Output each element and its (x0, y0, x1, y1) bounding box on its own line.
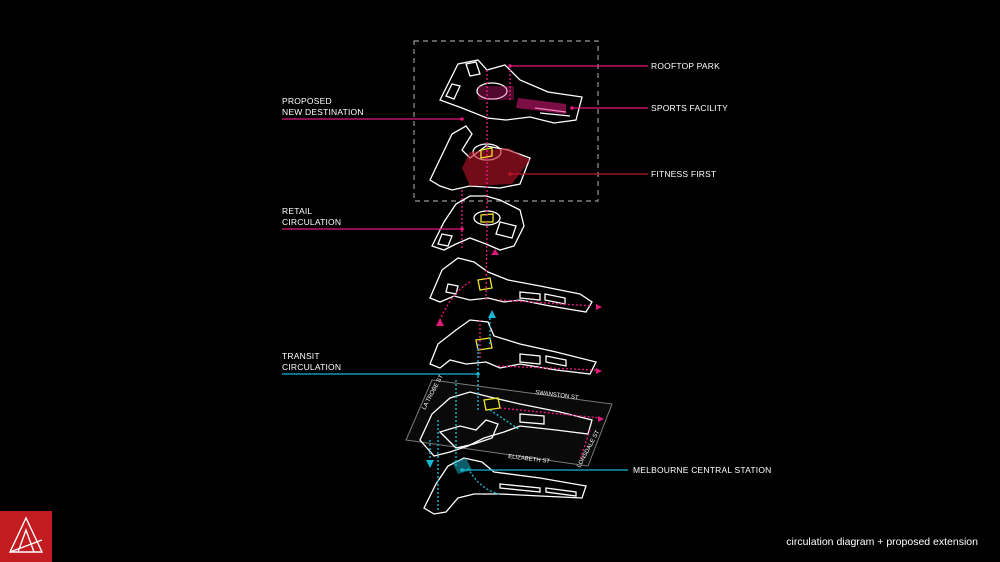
proposed-extension-boundary (413, 40, 599, 202)
retail-arrow-right-3 (598, 416, 604, 422)
label-proposed-line2: NEW DESTINATION (282, 106, 364, 117)
label-retail-circulation: RETAIL CIRCULATION (282, 206, 341, 227)
diagram-caption: circulation diagram + proposed extension (786, 536, 978, 548)
sports-facility-zone (516, 98, 566, 114)
label-transit-circulation: TRANSIT CIRCULATION (282, 351, 341, 372)
floorplate-rooftop (439, 59, 583, 124)
retail-circulation-path (439, 70, 601, 461)
label-retail-line2: CIRCULATION (282, 216, 342, 227)
escalator-retail-lower (475, 337, 493, 351)
floorplate-retail-lower (429, 319, 597, 375)
floorplate-station (423, 457, 587, 515)
label-sports-facility: SPORTS FACILITY (651, 103, 729, 113)
transit-circulation-path (429, 318, 521, 512)
escalator-fitness (480, 147, 493, 159)
escalator-retail-upper (480, 213, 494, 223)
retail-arrow-right-2 (596, 368, 602, 374)
transit-arrow-down (426, 460, 434, 468)
street-swanston: SWANSTON ST (535, 390, 579, 401)
label-retail-line1: RETAIL (282, 206, 313, 216)
label-transit-line2: CIRCULATION (282, 361, 342, 372)
retail-arrow-left (436, 318, 444, 326)
retail-arrow-right (596, 304, 602, 310)
label-fitness-first: FITNESS FIRST (651, 169, 717, 179)
transit-arrow-up (488, 310, 496, 318)
label-proposed-destination: PROPOSED NEW DESTINATION (282, 96, 364, 117)
retail-arrow-up (491, 249, 499, 255)
floorplate-retail-mid (429, 257, 593, 313)
label-rooftop-park: ROOFTOP PARK (651, 61, 720, 71)
street-elizabeth: ELIZABETH ST (508, 454, 551, 465)
leader-endpoints (460, 64, 574, 472)
rooftop-park-zone (478, 86, 514, 100)
triangle-logo-icon (0, 511, 52, 562)
street-site-plane (405, 379, 613, 467)
label-melbourne-central: MELBOURNE CENTRAL STATION (633, 465, 772, 475)
floorplate-retail-upper (431, 195, 525, 251)
label-leader-lines (282, 65, 648, 471)
escalator-retail-mid (477, 277, 493, 291)
label-transit-line1: TRANSIT (282, 351, 320, 361)
label-proposed-line1: PROPOSED (282, 96, 332, 106)
fitness-first-zone (462, 148, 530, 186)
